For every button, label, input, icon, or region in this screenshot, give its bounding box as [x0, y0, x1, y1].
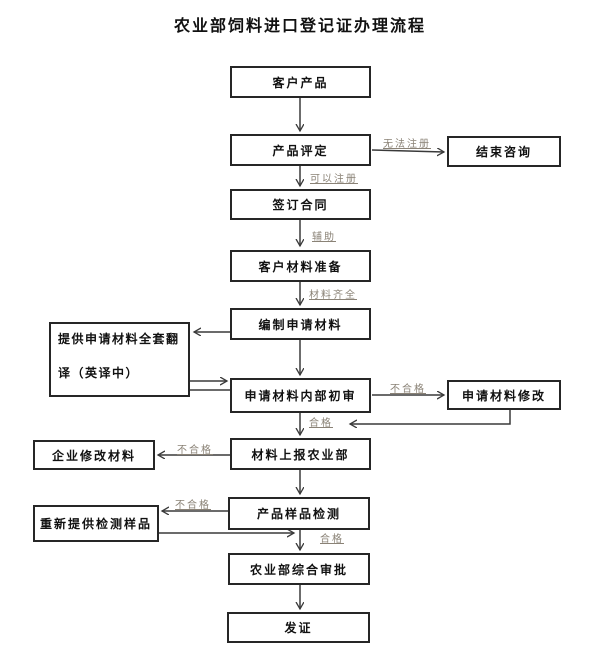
node-ministry-approval: 农业部综合审批: [228, 553, 370, 585]
node-enterprise-revision: 企业修改材料: [33, 440, 155, 470]
node-customer-product: 客户产品: [230, 66, 371, 98]
node-compile-application: 编制申请材料: [230, 308, 371, 340]
edge-label-review-pass: 合格: [309, 418, 333, 429]
node-customer-material-prep: 客户材料准备: [230, 250, 371, 282]
page-title: 农业部饲料进口登记证办理流程: [173, 18, 426, 35]
edge-label-cannot-register: 无法注册: [383, 139, 431, 150]
node-issue-certificate: 发证: [227, 612, 370, 643]
node-resubmit-samples: 重新提供检测样品: [33, 505, 159, 542]
node-submit-to-ministry: 材料上报农业部: [230, 438, 371, 470]
translation-line-2: 译（英译中）: [58, 366, 140, 380]
edge-label-test-pass: 合格: [320, 534, 344, 545]
edge-label-review-fail: 不合格: [390, 384, 426, 395]
node-translation-service: 提供申请材料全套翻 译（英译中）: [49, 322, 190, 397]
node-sample-testing: 产品样品检测: [228, 497, 370, 530]
node-product-evaluation: 产品评定: [230, 134, 371, 166]
edge-label-materials-complete: 材料齐全: [309, 290, 357, 301]
edge-label-test-fail: 不合格: [175, 500, 211, 511]
edge-label-assist: 辅助: [312, 232, 336, 243]
node-internal-review: 申请材料内部初审: [230, 378, 371, 413]
node-end-consultation: 结束咨询: [447, 136, 561, 167]
edge-label-can-register: 可以注册: [310, 174, 358, 185]
node-sign-contract: 签订合同: [230, 189, 371, 220]
edge-label-submit-fail: 不合格: [177, 445, 213, 456]
translation-line-1: 提供申请材料全套翻: [58, 332, 180, 346]
node-application-revision: 申请材料修改: [447, 380, 561, 410]
